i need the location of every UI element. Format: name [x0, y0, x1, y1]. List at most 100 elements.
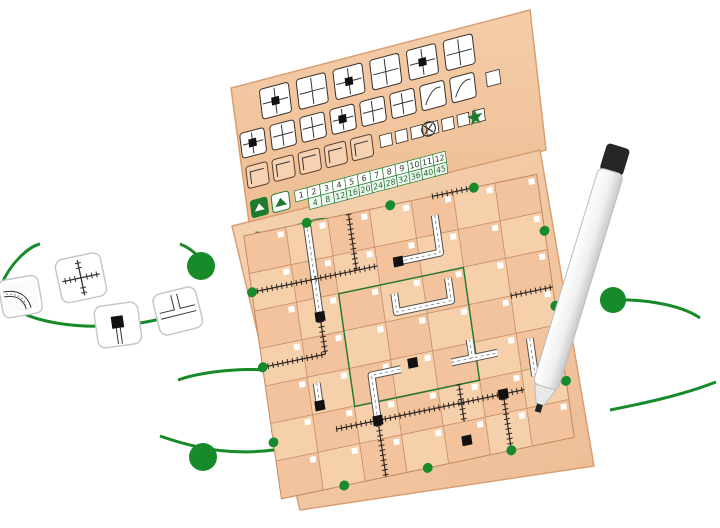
score-points: 40 [423, 167, 434, 179]
railway-segment [317, 316, 329, 355]
railway-segment [345, 213, 360, 271]
score-point-cell: 45 [433, 161, 449, 177]
route-icon-tile [449, 72, 477, 104]
special-route-tile [442, 33, 476, 71]
central-area [337, 266, 481, 408]
score-count: 8 [386, 167, 392, 177]
route-icon-tile [239, 127, 267, 159]
board-cell[interactable] [494, 174, 543, 222]
drawn-routes [251, 184, 553, 478]
score-points: 28 [385, 177, 396, 189]
score-count: 5 [349, 177, 355, 187]
special-route-tile [259, 82, 292, 120]
crossroad-icon [421, 121, 436, 137]
score-count: 1 [298, 190, 304, 200]
exit-marker [422, 462, 433, 473]
exit-marker [468, 182, 479, 193]
board-cell[interactable] [254, 301, 303, 350]
score-count: 12 [434, 153, 445, 165]
score-count: 6 [361, 173, 367, 183]
exit-marker [268, 437, 279, 448]
score-count: 10 [409, 160, 420, 172]
bonus-shape-tile [271, 154, 296, 182]
exit-marker [385, 200, 396, 211]
station-icon [407, 356, 419, 369]
exit-marker [506, 445, 517, 456]
route-icon-tile [419, 80, 447, 111]
station-icon [314, 310, 326, 323]
railway-segment [262, 351, 326, 371]
exit-markers-outside [187, 252, 626, 471]
station-icon [497, 388, 509, 400]
special-route-tile [295, 72, 329, 110]
bonus-boxes-row [245, 107, 486, 189]
station-icon [461, 434, 473, 447]
board-cell[interactable] [317, 443, 366, 491]
railway-segment [335, 386, 525, 433]
bonus-box [485, 68, 502, 88]
bonus-box [456, 111, 471, 128]
marker-pen-icon [533, 143, 630, 413]
route-icon-tile [269, 119, 297, 151]
dice-junction-icon [152, 286, 204, 336]
railway-segment [455, 383, 468, 423]
highway-icon [249, 196, 269, 218]
dice-station-icon [93, 301, 143, 349]
special-routes-row [259, 33, 476, 120]
route-icon-tile [359, 95, 387, 127]
bonus-shape-tile [349, 133, 375, 162]
road-segment [397, 214, 445, 266]
score-points: 4 [312, 198, 318, 208]
road-segment [367, 365, 402, 422]
road-segment [390, 277, 456, 317]
bonus-shape-tile [323, 140, 348, 169]
bonus-box [379, 132, 393, 149]
star-icon [467, 108, 483, 126]
route-icon-tile [329, 103, 357, 135]
score-count: 4 [336, 180, 342, 190]
exit-marker [257, 362, 268, 373]
bonus-shape-tile [297, 147, 322, 175]
dice-group [0, 252, 204, 349]
score-points: 20 [360, 184, 371, 196]
railway-segment [500, 393, 515, 451]
score-points: 32 [398, 174, 409, 186]
exit-marker [561, 375, 571, 386]
score-count: 11 [422, 156, 433, 168]
board-cell[interactable] [526, 399, 575, 447]
score-points: 45 [435, 164, 446, 176]
railway-segment [431, 184, 475, 200]
exit-marker [247, 287, 257, 298]
score-count: 7 [374, 170, 380, 180]
railway-segment [510, 284, 553, 299]
dice-curve-icon [0, 274, 44, 319]
game-board [243, 173, 575, 500]
special-route-tile [369, 53, 403, 91]
road-segment [302, 222, 324, 318]
exit-marker [339, 480, 350, 491]
exit-marker [301, 217, 312, 228]
score-points: 16 [347, 187, 358, 199]
railway-icon [270, 190, 291, 213]
bonus-shape-tile [245, 161, 270, 189]
score-count: 9 [399, 163, 405, 173]
board-cell[interactable] [275, 451, 324, 500]
score-count: 3 [323, 183, 329, 193]
road-segment [450, 338, 498, 367]
score-points: 12 [335, 190, 346, 202]
route-icon-tile [389, 87, 417, 119]
railway-segment [375, 419, 389, 478]
route-icon-tile [299, 111, 327, 143]
score-points: 8 [325, 194, 331, 204]
bonus-box [394, 128, 409, 145]
score-points: 24 [373, 180, 384, 192]
score-count-cell: 12 [432, 150, 447, 166]
station-icon [314, 399, 326, 412]
bonus-box [410, 124, 424, 141]
railway-segment [251, 262, 378, 296]
route-icons-row [239, 68, 502, 159]
score-count: 2 [311, 187, 317, 197]
road-segment [525, 337, 540, 377]
exit-marker [539, 225, 550, 236]
